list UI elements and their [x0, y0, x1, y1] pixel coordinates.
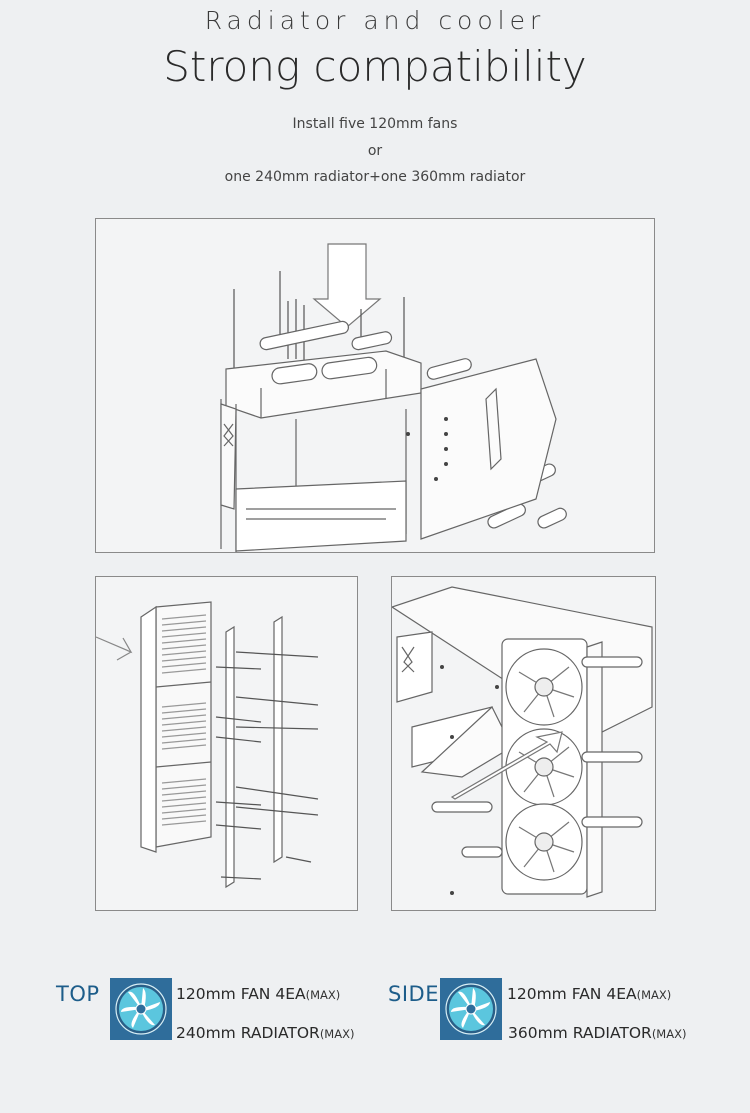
side-radiator-exploded-illustration [95, 576, 358, 911]
side-fan-installed-illustration [391, 576, 656, 911]
section-eyebrow: Radiator and cooler [204, 6, 546, 35]
legend-top-tag: TOP [56, 982, 100, 1006]
legend-side-fan-text: 120mm FAN 4EA(MAX) [507, 985, 672, 1003]
subtitle-line-3: one 240mm radiator+one 360mm radiator [224, 169, 526, 185]
legend-top-radiator-text: 240mm RADIATOR(MAX) [176, 1024, 355, 1042]
legend-side-radiator-text: 360mm RADIATOR(MAX) [508, 1024, 687, 1042]
top-radiator-illustration [95, 218, 655, 553]
legend-side-tag: SIDE [388, 982, 439, 1006]
subtitle-line-2: or [367, 143, 383, 159]
fan-icon [110, 978, 172, 1040]
fan-icon [440, 978, 502, 1040]
subtitle-line-1: Install five 120mm fans [292, 116, 458, 132]
legend-top-fan-text: 120mm FAN 4EA(MAX) [176, 985, 341, 1003]
page-title: Strong compatibility [163, 42, 587, 91]
